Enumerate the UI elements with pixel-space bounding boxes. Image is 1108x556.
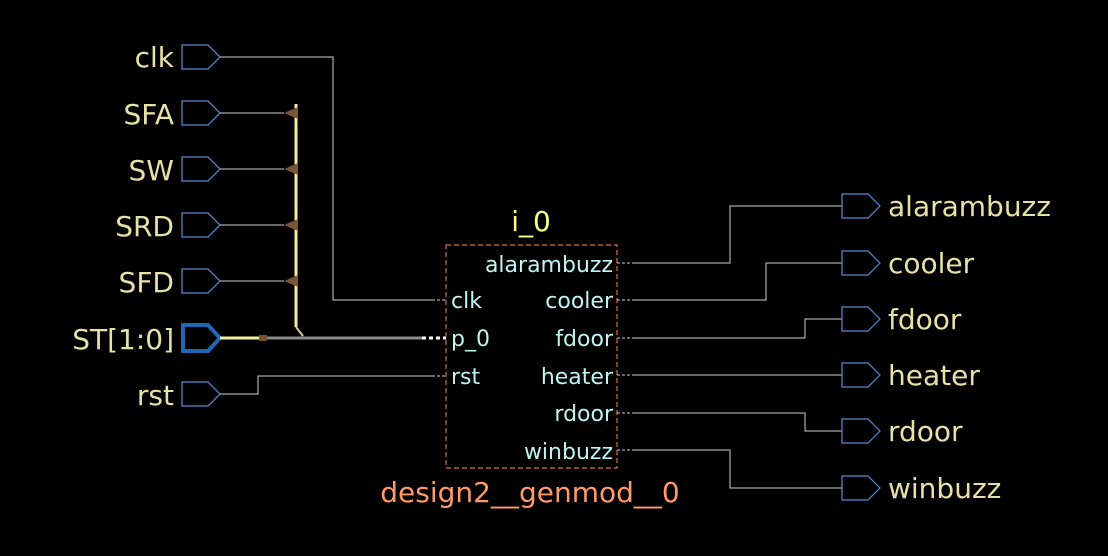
pin-label-p0: p_0 <box>451 327 490 352</box>
input-port-icon <box>181 212 221 238</box>
output-port-icon <box>841 306 881 332</box>
concat-bus[interactable] <box>220 104 446 341</box>
input-port-sfa[interactable]: SFA <box>124 98 221 131</box>
instance-name: i_0 <box>511 205 551 238</box>
pin-label-fdoor: fdoor <box>555 327 614 352</box>
port-label-fdoor: fdoor <box>888 303 962 336</box>
bus-bend <box>295 326 304 337</box>
input-port-icon <box>181 44 221 70</box>
input-wires <box>220 56 432 395</box>
input-port-rst[interactable]: rst <box>137 379 221 412</box>
bus-ripper-icon <box>259 335 267 341</box>
output-port-heater[interactable]: heater <box>841 359 980 392</box>
output-port-rdoor[interactable]: rdoor <box>841 415 963 448</box>
wire-alarambuzz[interactable] <box>632 205 842 264</box>
wire-rst[interactable] <box>220 375 432 395</box>
port-label-sw: SW <box>129 154 174 187</box>
port-label-clk: clk <box>135 41 175 74</box>
instance-block[interactable]: i_0 design2__genmod__0 clk p_0 rst alara… <box>380 205 679 509</box>
output-wires <box>632 205 842 489</box>
port-label-heater: heater <box>888 359 980 392</box>
input-port-srd[interactable]: SRD <box>115 210 221 243</box>
input-port-icon <box>181 100 221 126</box>
port-label-rdoor: rdoor <box>888 415 963 448</box>
input-port-icon <box>181 381 221 407</box>
output-port-alarambuzz[interactable]: alarambuzz <box>841 190 1051 223</box>
input-port-sw[interactable]: SW <box>129 154 221 187</box>
wire-winbuzz[interactable] <box>632 449 842 489</box>
wire-rdoor[interactable] <box>632 412 842 432</box>
port-label-st: ST[1:0] <box>72 323 174 356</box>
ripper-sfd-icon <box>284 275 298 287</box>
output-port-icon <box>841 250 881 276</box>
pin-label-rdoor: rdoor <box>554 402 614 427</box>
input-bus-port-icon <box>181 323 223 353</box>
wire-cooler[interactable] <box>632 262 842 301</box>
ripper-srd-icon <box>284 219 298 231</box>
wire-clk[interactable] <box>220 56 432 301</box>
pin-label-alarambuzz: alarambuzz <box>485 253 613 278</box>
instance-box <box>445 244 618 469</box>
input-port-icon <box>181 268 221 294</box>
output-port-icon <box>841 193 881 219</box>
port-label-sfa: SFA <box>124 98 174 131</box>
pin-label-winbuzz: winbuzz <box>524 440 613 465</box>
pin-label-heater: heater <box>541 365 614 390</box>
port-label-cooler: cooler <box>888 247 975 280</box>
ripper-sfa-icon <box>284 107 298 119</box>
pin-label-cooler: cooler <box>545 289 614 314</box>
output-port-cooler[interactable]: cooler <box>841 247 975 280</box>
output-port-icon <box>841 475 881 501</box>
port-label-alarambuzz: alarambuzz <box>888 190 1051 223</box>
port-label-rst: rst <box>137 379 174 412</box>
port-label-winbuzz: winbuzz <box>888 472 1001 505</box>
pin-label-rst: rst <box>451 365 481 390</box>
pin-label-clk: clk <box>451 289 482 314</box>
port-label-srd: SRD <box>115 210 174 243</box>
input-port-sfd[interactable]: SFD <box>119 266 221 299</box>
port-label-sfd: SFD <box>119 266 174 299</box>
ripper-sw-icon <box>284 163 298 175</box>
input-port-st[interactable]: ST[1:0] <box>72 323 223 356</box>
output-port-icon <box>841 362 881 388</box>
cell-name: design2__genmod__0 <box>380 476 679 509</box>
input-port-icon <box>181 156 221 182</box>
output-port-winbuzz[interactable]: winbuzz <box>841 472 1001 505</box>
output-port-icon <box>841 418 881 444</box>
input-port-clk[interactable]: clk <box>135 41 221 74</box>
output-port-fdoor[interactable]: fdoor <box>841 303 962 336</box>
wire-fdoor[interactable] <box>632 318 842 339</box>
